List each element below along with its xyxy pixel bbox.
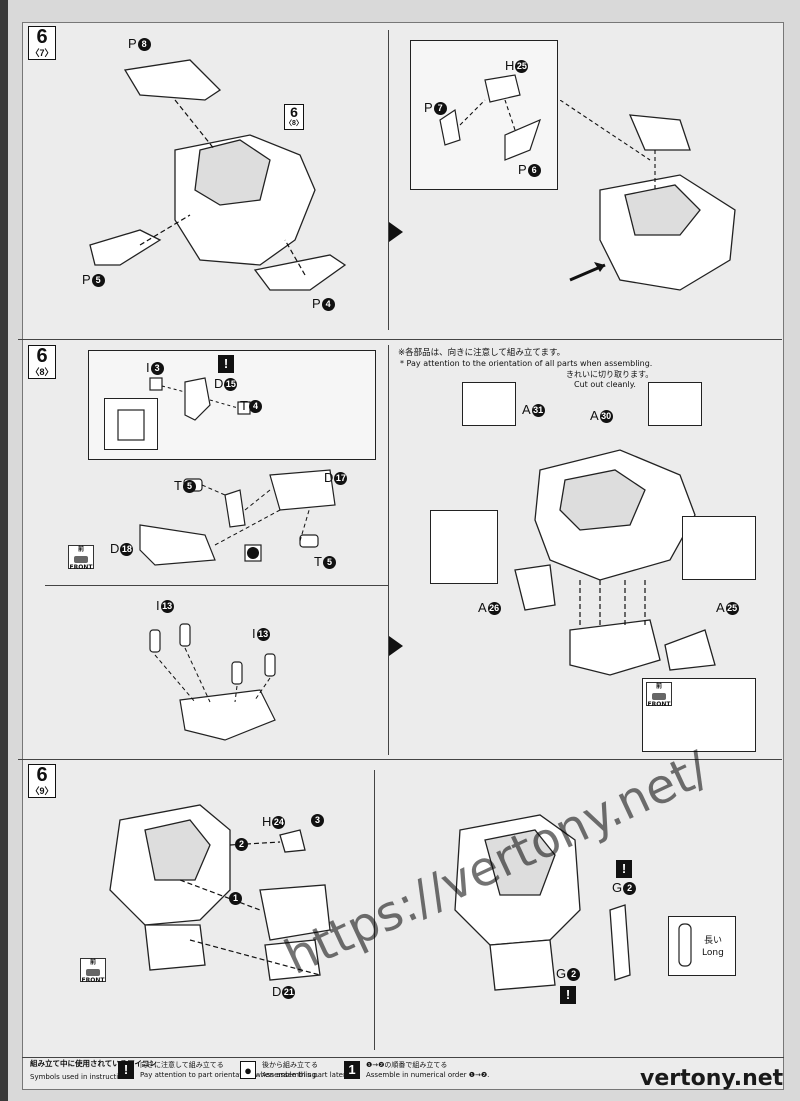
long-note-en: Long xyxy=(702,948,724,958)
assembly-diagram-result-2 xyxy=(514,449,716,676)
callout-a25-detail xyxy=(682,516,756,580)
orientation-note-en: * Pay attention to the orientation of al… xyxy=(400,359,653,368)
legend-warning-icon: ! xyxy=(118,1061,134,1079)
panel-divider xyxy=(374,770,375,1050)
order-step-3: 3 xyxy=(310,812,324,827)
brand-logo-text: vertony.net xyxy=(640,1066,784,1091)
legend-item-3-en: Assemble in numerical order ❶→❷. xyxy=(366,1071,490,1079)
binding-edge xyxy=(0,0,8,1101)
step-reference: 6〈8〉 xyxy=(284,104,304,130)
orientation-warning-icon: ! xyxy=(616,860,632,878)
step-number: 6〈8〉 xyxy=(28,345,56,379)
part-p8-shape xyxy=(123,59,222,101)
step-6-7-panel xyxy=(18,22,782,340)
legend-item-3-jp: ❶→❷の順番で組み立てる xyxy=(366,1061,448,1069)
orientation-warning-icon: ! xyxy=(560,986,576,1004)
orientation-note-jp: ※各部品は、向きに注意して組み立てます。 xyxy=(398,348,566,358)
model-front-icon xyxy=(86,969,100,976)
sub-divider xyxy=(45,585,388,586)
d15-parts xyxy=(117,377,251,441)
legend-order-icon: 1 xyxy=(344,1061,360,1079)
long-note-jp: 長い xyxy=(704,936,723,946)
legend-title-en: Symbols used in instructions xyxy=(30,1073,131,1081)
assembly-diagram-body xyxy=(89,59,347,291)
cut-note-en: Cut out cleanly. xyxy=(574,380,636,389)
callout-a30-detail xyxy=(648,382,702,426)
legend-item-1-en: Pay attention to part orientation when a… xyxy=(140,1071,319,1079)
assembly-diagram-body-3 xyxy=(109,804,331,981)
model-front-icon xyxy=(652,693,666,700)
i13-assembly xyxy=(149,623,276,741)
legend-item-2-en: Assemble this part later. xyxy=(262,1071,348,1079)
order-step-2: 2 xyxy=(234,836,248,851)
assembly-diagram-result-1 xyxy=(560,100,736,291)
symbol-legend: 組み立て中に使用されているアイコン Symbols used in instru… xyxy=(22,1057,784,1083)
callout-a31-detail xyxy=(462,382,516,426)
panel-divider xyxy=(388,345,389,755)
h25-subassembly xyxy=(439,74,541,161)
cut-note-jp: きれいに切り取ります。 xyxy=(566,370,654,379)
next-arrow xyxy=(389,636,403,656)
callout-a26-detail xyxy=(430,510,498,584)
panel-divider xyxy=(388,30,389,330)
legend-title-jp: 組み立て中に使用されているアイコン xyxy=(30,1059,157,1068)
orientation-warning-icon: ! xyxy=(218,355,234,373)
model-front-icon xyxy=(74,556,88,563)
g2-part-detail xyxy=(678,923,692,967)
next-arrow xyxy=(389,222,403,242)
step-6-8-panel xyxy=(18,340,782,760)
legend-item-1-jp: 向きに注意して組み立てる xyxy=(140,1061,224,1069)
step-number: 6〈7〉 xyxy=(28,26,56,60)
order-step-1: 1 xyxy=(228,890,242,905)
legend-item-2-jp: 後から組み立てる xyxy=(262,1061,318,1069)
step-number: 6〈9〉 xyxy=(28,764,56,798)
assembly-diagram-result-3 xyxy=(454,814,631,991)
legend-later-icon: ● xyxy=(240,1061,256,1079)
